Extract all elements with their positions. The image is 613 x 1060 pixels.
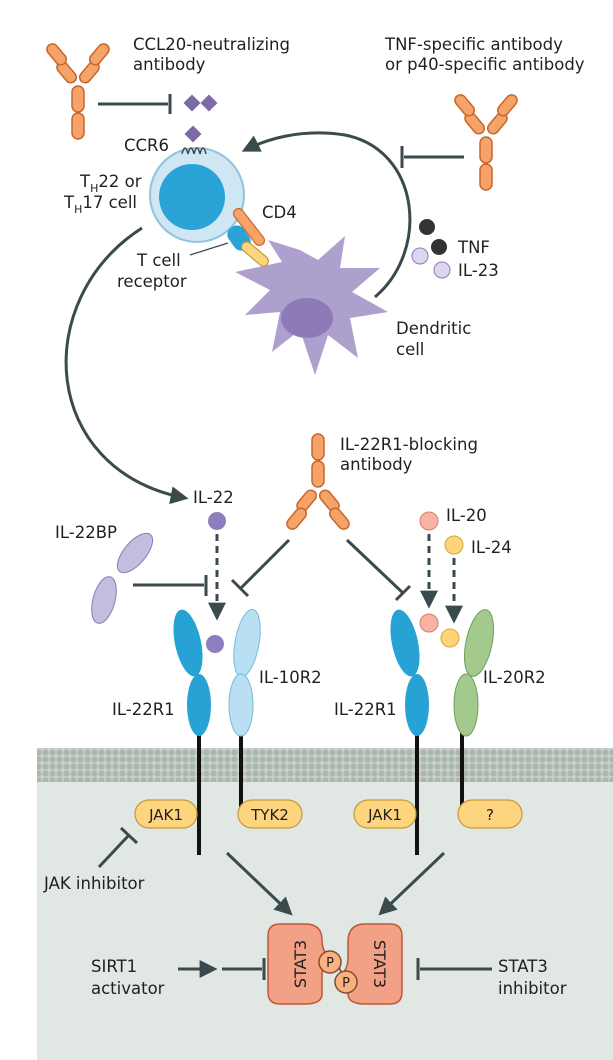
cd4-icon (232, 208, 266, 246)
stat3-right-label: STAT3 (370, 940, 389, 988)
il22-molecule-icon (208, 512, 226, 530)
ccl20-bound-icon (184, 125, 202, 143)
il10r2-label: IL-10R2 (259, 668, 322, 687)
ccl20-chemokine-icon (200, 94, 218, 112)
jak1-left-chip (134, 799, 198, 829)
unknown-kinase-chip (457, 799, 523, 829)
activation-arrow (241, 131, 412, 299)
il24-label: IL-24 (471, 538, 512, 557)
il20r2-icon (463, 609, 495, 677)
il22-label: IL-22 (193, 488, 234, 507)
dendritic-nucleus (281, 298, 333, 338)
stat3-left-label: STAT3 (291, 940, 310, 988)
tnf-molecule-icon (431, 239, 447, 255)
tyk2-chip (237, 799, 303, 829)
tnf-label: TNF (457, 238, 490, 257)
phospho-bottom-label: P (342, 976, 350, 991)
jak-inhibitor-label: JAK inhibitor (43, 874, 145, 893)
phospho-bottom-icon (334, 970, 358, 994)
ccl20-chemokine-icon (183, 94, 201, 112)
ccl20-antibody-icon (43, 40, 113, 140)
il24-molecule-icon (444, 535, 464, 555)
il10r2-icon (228, 673, 254, 737)
jak1-right-chip (353, 799, 417, 829)
il24-bound-icon (440, 628, 460, 648)
il22r1-left-icon (173, 609, 203, 677)
tyk2-label: TYK2 (250, 806, 289, 824)
il22-secretion-arrow (64, 226, 189, 505)
il20r2-label: IL-20R2 (483, 668, 546, 687)
il23-label: IL-23 (458, 261, 499, 280)
il22-bound-icon (206, 635, 224, 653)
th-cell-label-2: TH17 cell (63, 193, 137, 216)
il23-molecule-icon (433, 261, 451, 279)
stat3-left-icon (267, 923, 336, 1005)
ccr6-label: CCR6 (124, 136, 169, 155)
il20-bound-icon (419, 613, 439, 633)
t-cell-nucleus (159, 164, 225, 230)
il20r2-icon (453, 673, 479, 737)
phospho-top-label: P (326, 956, 334, 971)
il23-molecule-icon (411, 247, 429, 265)
cytoplasm (37, 780, 613, 1060)
il22bp-icon (116, 532, 154, 574)
il22r1-left-icon (187, 674, 211, 736)
il22r1-right-label: IL-22R1 (334, 700, 397, 719)
cd4-label: CD4 (262, 203, 297, 222)
unknown-kinase-label: ? (486, 806, 494, 824)
th-cell-label: TH22 or (79, 172, 142, 195)
il22bp-icon (91, 576, 117, 624)
tnf-molecule-icon (419, 219, 435, 235)
phospho-top-icon (318, 950, 342, 974)
il22r1-left-label: IL-22R1 (112, 700, 175, 719)
il20-molecule-icon (419, 511, 439, 531)
il22bp-label: IL-22BP (55, 523, 117, 542)
il20-label: IL-20 (446, 506, 487, 525)
tnf-antibody-icon (451, 91, 521, 191)
il22r1-right-icon (390, 609, 420, 677)
il22r1-right-icon (405, 674, 429, 736)
jak1-right-label: JAK1 (367, 806, 402, 824)
jak1-left-label: JAK1 (148, 806, 183, 824)
cell-membrane (37, 748, 613, 782)
